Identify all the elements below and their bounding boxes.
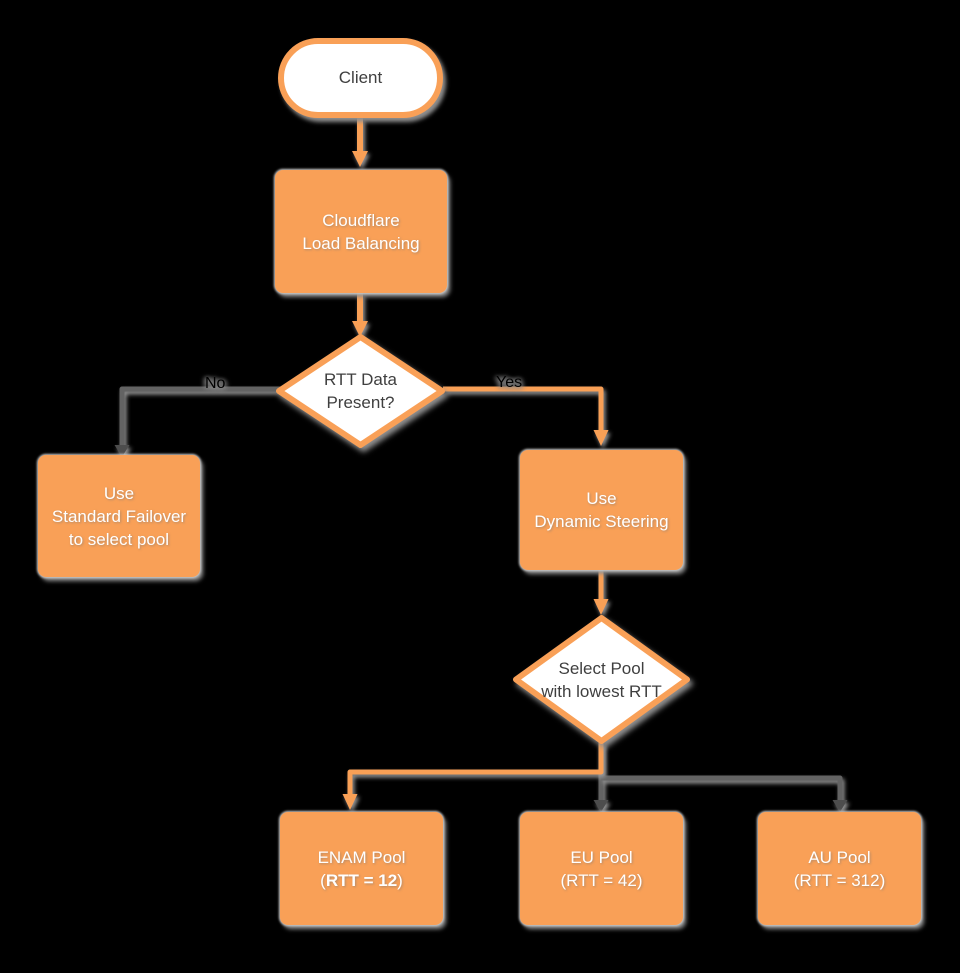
node-au-pool: AU Pool (RTT = 312) xyxy=(758,812,921,925)
node-dynamic-steering: Use Dynamic Steering xyxy=(520,450,683,570)
node-au-pool-line2: (RTT = 312) xyxy=(793,870,886,890)
diamond-shape xyxy=(276,334,445,448)
node-load-balancing: Cloudflare Load Balancing xyxy=(275,170,447,293)
edge-steering-to-select xyxy=(593,570,609,615)
enam-paren-open: ( xyxy=(320,870,326,890)
node-client: Client xyxy=(278,38,443,118)
edge-au-pool xyxy=(601,775,848,812)
node-select-pool-line2: with lowest RTT xyxy=(541,681,662,701)
node-standard-failover-line3: to select pool xyxy=(68,529,170,549)
node-rtt-decision-line1: RTT Data xyxy=(323,370,398,389)
node-standard-failover-line2: Standard Failover xyxy=(51,506,187,526)
node-au-pool-line1: AU Pool xyxy=(808,847,871,867)
node-load-balancing-line2: Load Balancing xyxy=(302,233,420,253)
node-eu-pool-line2: (RTT = 42) xyxy=(560,870,643,890)
node-standard-failover: Use Standard Failover to select pool xyxy=(38,455,200,577)
edge-enam-pool xyxy=(342,742,604,810)
edge-label-yes: Yes xyxy=(496,374,523,391)
node-load-balancing-line1: Cloudflare xyxy=(322,210,400,230)
edge-lb-to-decision xyxy=(352,293,368,337)
node-rtt-decision: RTT Data Present? xyxy=(276,334,445,448)
node-client-label: Client xyxy=(338,68,383,87)
node-enam-pool-line2: (RTT = 12) xyxy=(320,869,403,892)
edge-no-branch xyxy=(114,386,283,457)
node-standard-failover-line1: Use xyxy=(103,483,135,503)
edge-label-no: No xyxy=(205,375,226,392)
enam-paren-close: ) xyxy=(397,870,403,890)
node-select-pool-line1: Select Pool xyxy=(558,658,645,678)
enam-rtt-value: RTT = 12 xyxy=(325,870,398,890)
node-enam-pool-line1: ENAM Pool xyxy=(317,847,406,867)
edge-client-to-lb xyxy=(352,118,368,167)
node-eu-pool: EU Pool (RTT = 42) xyxy=(520,812,683,925)
diamond-shape xyxy=(513,615,690,744)
node-dynamic-steering-line1: Use xyxy=(586,489,617,508)
node-rtt-decision-line2: Present? xyxy=(326,393,395,412)
node-eu-pool-line1: EU Pool xyxy=(570,847,633,867)
node-dynamic-steering-line2: Dynamic Steering xyxy=(534,512,669,531)
node-enam-pool: ENAM Pool (RTT = 12) xyxy=(280,812,443,925)
node-select-pool: Select Pool with lowest RTT xyxy=(513,615,690,744)
edge-yes-branch xyxy=(443,386,609,446)
